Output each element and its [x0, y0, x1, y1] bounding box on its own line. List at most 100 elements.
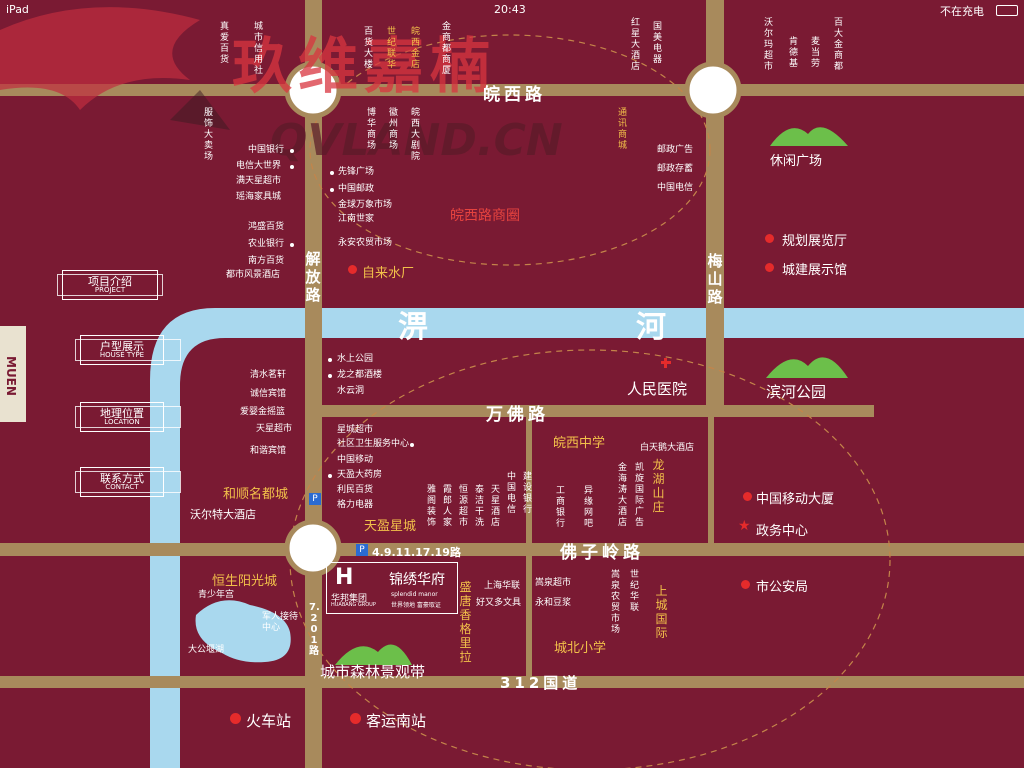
- poi-yidong: 中国移动: [337, 455, 374, 465]
- road-wanxi: [0, 84, 1024, 96]
- poi-mcd: 麦当劳: [810, 37, 820, 69]
- poi-chengxin: 诚信宾馆: [250, 389, 287, 399]
- poi-jiangnan: 江南世家: [338, 214, 375, 224]
- bus-routes: 4.9.11.17.19路: [372, 546, 461, 559]
- poi-shequ: 社区卫生服务中心: [337, 439, 410, 449]
- poi-baitian: 白天鹅大酒店: [640, 443, 695, 453]
- brand-logo: 华邦集团: [331, 594, 368, 604]
- river-label-2: 河: [636, 310, 666, 345]
- road-label-meishan: 梅山路: [707, 252, 723, 306]
- poi-forest: 城市森林景观带: [320, 663, 426, 681]
- poi-leisure: 休闲广场: [770, 154, 823, 169]
- poi-binhe: 滨河公园: [766, 383, 827, 401]
- poi-dagong: 大公堰湖: [188, 645, 225, 655]
- poi-shiji-top: 世纪联华: [386, 27, 396, 70]
- poi-tianxing-hotel: 天星酒店: [490, 485, 500, 528]
- battery-status: 不在充电: [940, 5, 984, 18]
- clock: 20:43: [494, 3, 526, 16]
- poi-yonghe: 永和豆浆: [535, 598, 572, 608]
- lake: [195, 600, 291, 663]
- river-label-1: 淠: [398, 310, 428, 345]
- road-minor: [526, 417, 532, 677]
- road-meishan: [706, 0, 724, 410]
- poi-jinhai: 金海涛大酒店: [617, 463, 627, 528]
- menu-housetype-en: HOUSE TYPE: [99, 351, 145, 359]
- poi-xianfeng: 先锋广场: [338, 167, 375, 177]
- poi-junren: 军人接待中心: [262, 612, 299, 633]
- poi-zhongyin: 中国银行: [248, 145, 285, 155]
- poi-fushi: 服饰大卖场: [203, 108, 213, 162]
- poi-gaoquan: 嵩泉超市: [535, 578, 572, 588]
- poi-qingshao: 青少年宫: [198, 590, 235, 600]
- poi-bus: 客运南站: [366, 712, 427, 730]
- poi-tianying-drug: 天盈大药房: [337, 470, 383, 480]
- brand-slogan: 世界领地 富豪取证: [391, 602, 441, 609]
- poi-hongsheng: 鸿盛百货: [248, 222, 285, 232]
- poi-qingshui: 清水茗轩: [250, 370, 287, 380]
- menu-tab-label: MUEN: [4, 356, 18, 396]
- poi-yiyuan: 异缘网吧: [583, 486, 593, 529]
- brand-logo-sub: HUABANG GROUP: [331, 602, 376, 608]
- brand-box[interactable]: H 华邦集团 HUABANG GROUP 锦绣华府 splendid manor…: [326, 562, 458, 614]
- poi-police: 市公安局: [756, 580, 809, 595]
- road-label-fozi: 佛子岭路: [560, 543, 644, 563]
- device-name: iPad: [6, 3, 29, 16]
- poi-hospital: 人民医院: [627, 380, 688, 398]
- poi-geli: 格力电器: [337, 500, 374, 510]
- poi-zhenai: 真爱百货: [219, 22, 229, 65]
- poi-limin: 利民百货: [337, 485, 374, 495]
- poi-longzhidu: 龙之都酒楼: [337, 370, 383, 380]
- poi-dushi: 都市风景酒店: [226, 270, 281, 280]
- poi-mantianxing: 满天星超市: [236, 176, 282, 186]
- menu-project-en: PROJECT: [94, 286, 126, 294]
- area-label: 皖西路商圈: [450, 208, 520, 224]
- menu-location-en: LOCATION: [104, 418, 140, 426]
- poi-haoyou: 好又多文具: [476, 598, 522, 608]
- poi-jinqiu: 金球万象市场: [338, 200, 393, 210]
- brand-name-en: splendid manor: [391, 591, 438, 598]
- route7-label: 7.201路: [309, 602, 320, 657]
- poi-xingcheng: 星城超市: [337, 425, 374, 435]
- road-label-wanxi: 皖西路: [483, 85, 546, 105]
- road-label-wanfo: 万佛路: [486, 405, 549, 425]
- poi-kaixuan: 凯旋国际广告: [634, 463, 644, 528]
- road-label-g312: 312国道: [500, 674, 582, 692]
- poi-dianxin2: 中国电信: [506, 472, 516, 515]
- road-wanfo: [322, 405, 874, 417]
- watermark-cn: 玖维嘉楠: [232, 32, 496, 102]
- poi-kfc: 肯德基: [788, 37, 798, 69]
- poi-gov: 政务中心: [756, 524, 809, 539]
- poi-longhu: 龙湖山庄: [652, 458, 665, 514]
- poi-walter: 沃尔特大酒店: [190, 508, 256, 521]
- poi-exhibit: 城建展示馆: [782, 263, 848, 278]
- poi-xinyong: 城市信用社: [253, 22, 263, 76]
- menu-contact-zh: 联系方式: [100, 472, 144, 485]
- poi-baida: 百大金商都: [833, 18, 843, 72]
- menu-contact-en: CONTACT: [105, 483, 139, 491]
- poi-post1: 邮政广告: [657, 145, 694, 155]
- poi-gaoquan-market: 嵩泉农贸市场: [610, 570, 620, 635]
- poi-jianhang: 建设银行: [522, 472, 532, 515]
- poi-walmart: 沃尔玛超市: [763, 18, 773, 72]
- status-bar: iPad 20:43 不在充电: [0, 0, 1024, 20]
- menu-location-zh: 地理位置: [100, 407, 144, 420]
- poi-tongxun: 通讯商城: [617, 108, 627, 151]
- brand-name: 锦绣华府: [389, 572, 445, 588]
- brand-logo-icon: H: [335, 565, 354, 590]
- poi-gongyin: 工商银行: [555, 486, 565, 529]
- poi-huizhou: 徽州商场: [388, 108, 398, 151]
- star-icon: ★: [738, 518, 751, 534]
- poi-juyuan: 皖西大剧院: [410, 108, 420, 162]
- poi-post3: 中国电信: [657, 183, 694, 193]
- watermark-en: QVLAND.CN: [270, 115, 563, 166]
- poi-shanghai: 上海华联: [484, 581, 521, 591]
- battery-icon: [996, 5, 1018, 16]
- menu-tab[interactable]: MUEN: [0, 326, 26, 422]
- poi-hongxing: 红星大酒店: [630, 18, 640, 72]
- poi-shengtang: 盛唐香格里拉: [459, 580, 472, 664]
